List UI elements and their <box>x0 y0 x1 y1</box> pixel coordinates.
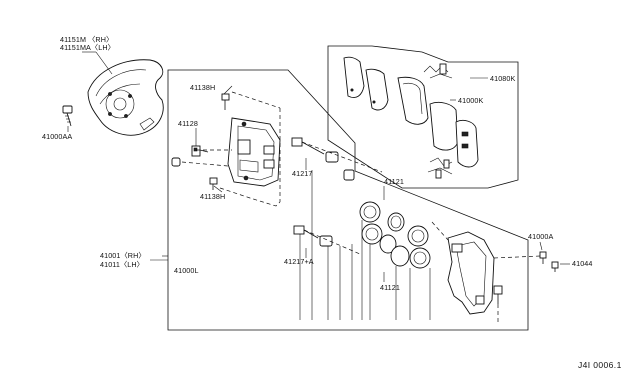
caliper-body[interactable] <box>227 117 281 187</box>
pad-kit-frame <box>327 45 519 189</box>
bracket-bolt[interactable] <box>493 285 503 304</box>
caliper-bracket[interactable] <box>447 231 495 315</box>
bolt-41000A[interactable] <box>539 251 547 264</box>
diagram-code: J4I 0006.1 <box>578 360 622 370</box>
label-hardware-kit: 41080K <box>490 74 515 83</box>
label-pin-lower: 41217+A <box>284 257 314 266</box>
bolt-41044[interactable] <box>551 261 559 272</box>
label-piston-seal-lower: 41121 <box>380 283 400 292</box>
bleeder-screw[interactable] <box>191 145 209 157</box>
label-caliper-rh: 41001〈RH〉 <box>100 251 146 260</box>
pad-shim[interactable] <box>343 56 389 111</box>
bleeder-screw-bottom[interactable] <box>209 177 218 190</box>
label-bleeder-screw: 41128 <box>178 119 198 128</box>
label-pad-kit: 41000K <box>458 96 483 105</box>
dust-shield[interactable] <box>87 59 164 136</box>
label-bolt-shield: 41000AA <box>42 132 72 141</box>
label-bleeder-top: 41138H <box>190 83 215 92</box>
pad-hardware-clips[interactable] <box>423 63 453 179</box>
label-bolt-bracket: 41000A <box>528 232 553 241</box>
label-shield-rh: 41151M 〈RH〉 <box>60 35 113 44</box>
bleeder-screw-top[interactable] <box>221 93 230 110</box>
cap-plug[interactable] <box>171 157 181 167</box>
label-bleeder-bottom: 41138H <box>200 192 225 201</box>
shield-bolt[interactable] <box>62 105 73 127</box>
label-caliper-body: 41000L <box>174 266 199 275</box>
label-bolt-bracket-2: 41044 <box>572 259 593 268</box>
brake-pad[interactable] <box>397 76 479 168</box>
label-caliper-lh: 41011〈LH〉 <box>100 260 144 269</box>
assembly-frame <box>167 69 529 331</box>
label-pin-upper: 41217 <box>292 169 313 178</box>
piston-seal-set[interactable] <box>359 201 431 269</box>
label-piston-seal-upper: 41121 <box>384 177 404 186</box>
label-shield-lh: 41151MA〈LH〉 <box>60 43 115 52</box>
